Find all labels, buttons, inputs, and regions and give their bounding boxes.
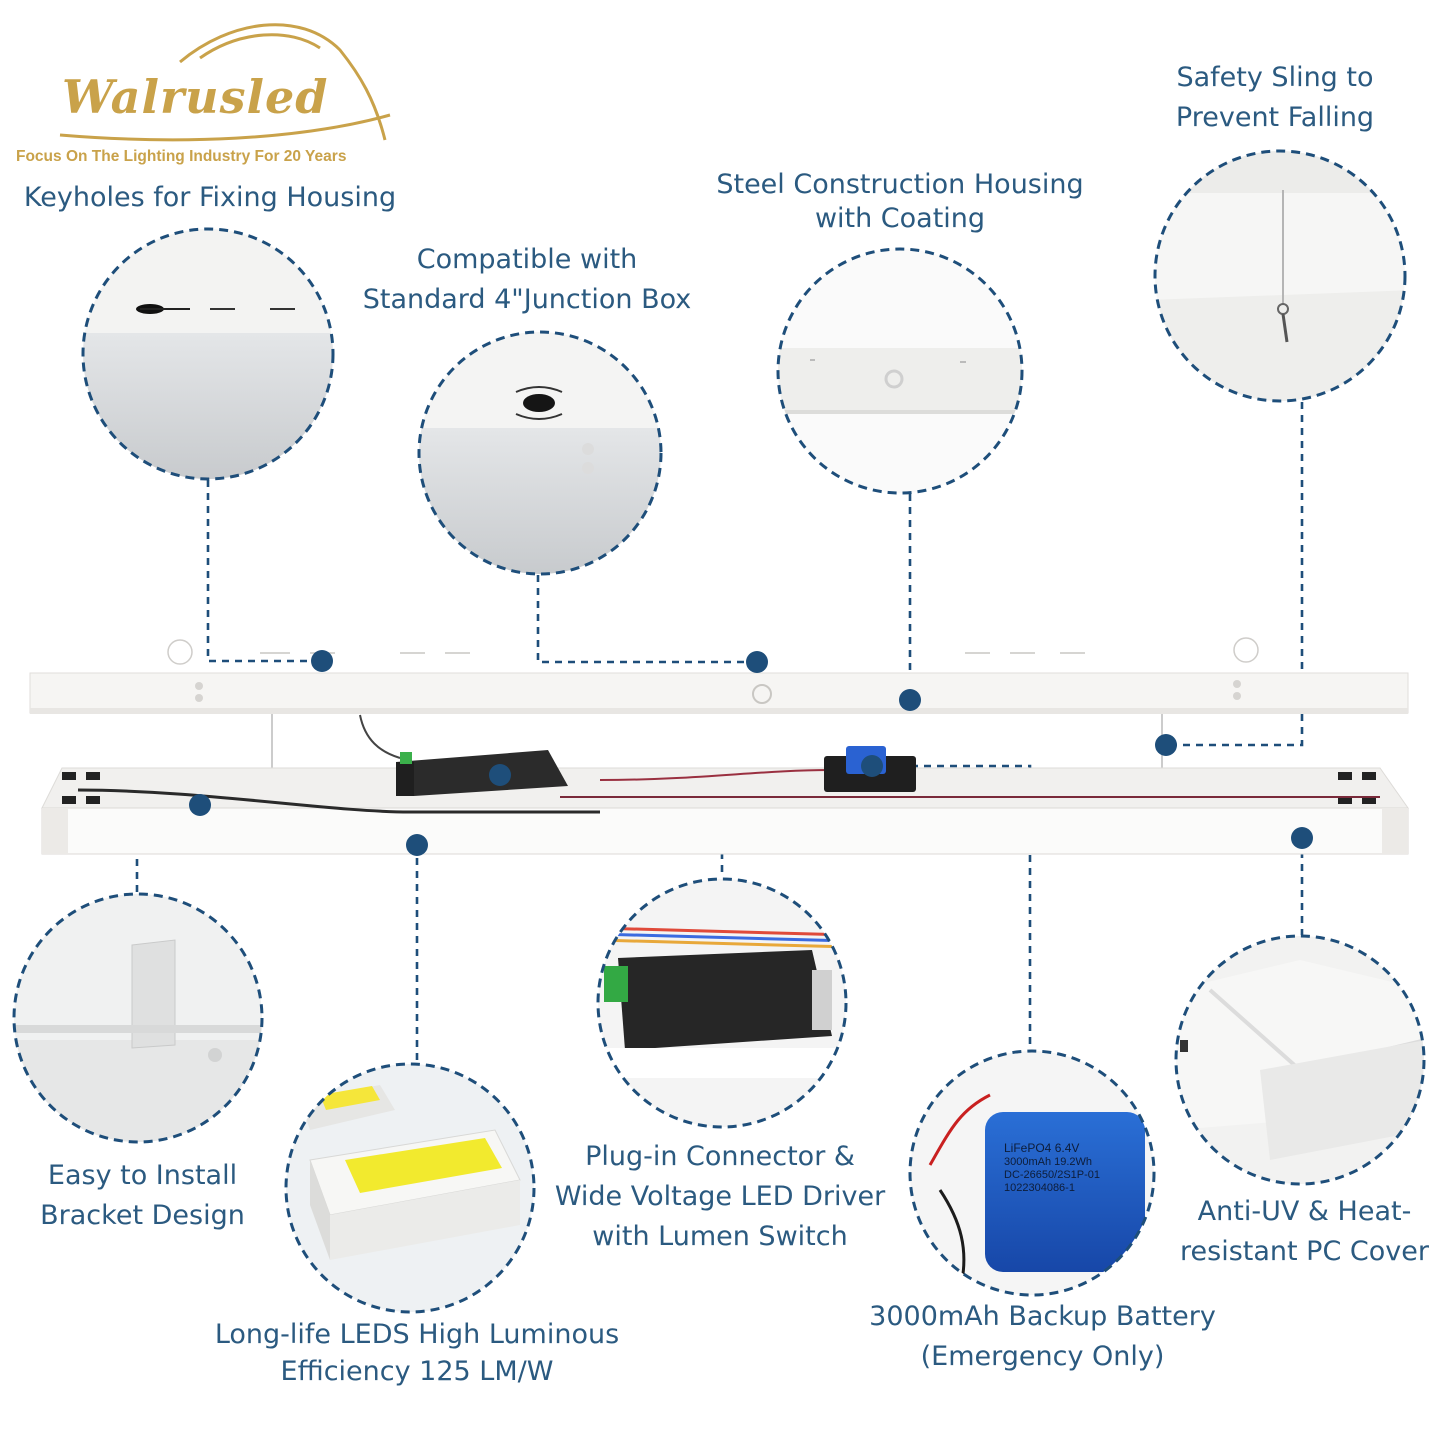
battery-label-line1: LiFePO4 6.4V (1004, 1141, 1079, 1155)
housing-top (29, 637, 1409, 714)
brand-logo (59, 23, 391, 142)
label-bracket: Easy to Install Bracket Design (40, 1160, 245, 1231)
callout-dots (189, 650, 1313, 856)
zoom-steel-housing (776, 247, 1024, 495)
zoom-bracket (12, 892, 264, 1144)
label-pc-cover: Anti-UV & Heat- resistant PC Cover (1180, 1196, 1429, 1267)
zoom-leds (284, 1062, 536, 1314)
zoom-safety-sling (1153, 149, 1407, 403)
label-driver: Plug-in Connector & Wide Voltage LED Dri… (554, 1141, 886, 1252)
label-leds: Long-life LEDS High Luminous Efficiency … (214, 1319, 620, 1387)
brand: Walrusled Focus On The Lighting Industry… (10, 8, 430, 168)
zoom-battery: LiFePO4 6.4V 3000mAh 19.2Wh DC-26650/2S1… (908, 1049, 1156, 1297)
label-battery: 3000mAh Backup Battery (Emergency Only) (869, 1301, 1216, 1372)
zoom-keyholes (81, 227, 335, 481)
zoom-pc-cover (1174, 934, 1426, 1186)
battery-label-line3: DC-26650/2S1P-01 (1004, 1169, 1100, 1181)
connector-junction-box (536, 575, 757, 664)
housing-bottom (41, 714, 1409, 855)
battery-label-line2: 3000mAh 19.2Wh (1004, 1156, 1092, 1168)
label-steel-housing: Steel Construction Housing with Coating (716, 169, 1084, 234)
label-keyholes: Keyholes for Fixing Housing (23, 182, 397, 213)
brand-name: Walrusled (62, 70, 329, 124)
connector-bracket (135, 803, 200, 893)
driver-box (396, 750, 568, 796)
label-safety-sling: Safety Sling to Prevent Falling (1175, 62, 1375, 133)
connector-keyholes (206, 480, 322, 663)
brand-tagline: Focus On The Lighting Industry For 20 Ye… (16, 148, 347, 165)
label-junction-box: Compatible with Standard 4"Junction Box (362, 244, 692, 315)
battery-label-line4: 1022304086-1 (1004, 1182, 1075, 1194)
connector-battery (872, 764, 1032, 1050)
connector-safety-sling (1166, 402, 1304, 747)
zoom-driver (596, 877, 848, 1129)
zoom-junction-box (417, 330, 663, 576)
